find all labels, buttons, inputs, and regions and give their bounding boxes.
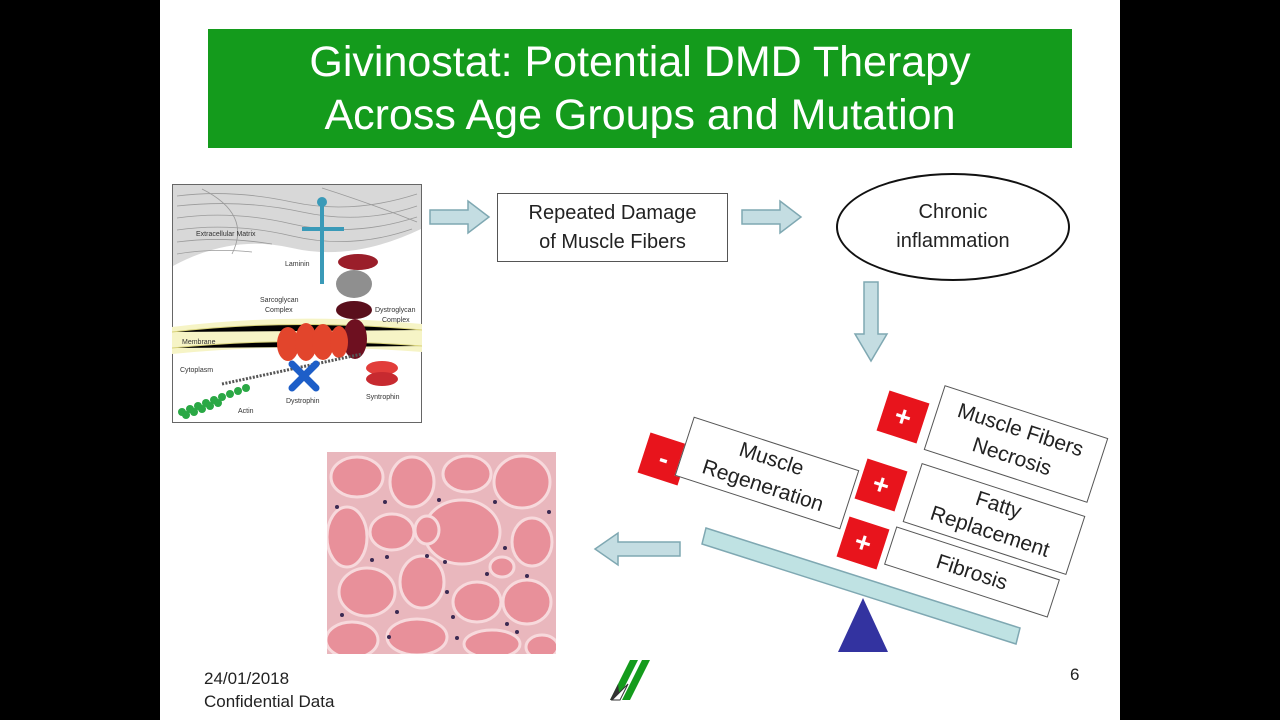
syntrophin-label: Syntrophin — [366, 394, 400, 401]
necrosis-sign-text: + — [890, 399, 916, 434]
sarcoglycan-label-2: Complex — [265, 307, 293, 314]
repeated-damage-box: Repeated Damage of Muscle Fibers — [497, 193, 728, 262]
inflammation-line-1: Chronic — [918, 201, 988, 223]
footer-date: 24/01/2018 — [204, 669, 290, 688]
damage-line-2: of Muscle Fibers — [539, 230, 686, 253]
dystroglycan-label-1: Dystroglycan — [375, 307, 416, 314]
page-number: 6 — [1070, 665, 1080, 684]
slide-title: Givinostat: Potential DMD Therapy Across… — [208, 29, 1072, 148]
right-arrow-icon — [741, 199, 803, 235]
plus-sign: + — [876, 390, 930, 444]
chronic-inflammation-ellipse: Chronic inflammation — [836, 173, 1070, 281]
title-line-1: Givinostat: Potential DMD Therapy — [309, 37, 971, 86]
right-arrow-icon — [429, 199, 491, 235]
cytoplasm-label: Cytoplasm — [180, 367, 213, 374]
title-line-2: Across Age Groups and Mutation — [324, 90, 956, 139]
fulcrum — [838, 598, 888, 652]
ecm-label: Extracellular Matrix — [196, 231, 256, 238]
laminin-label: Laminin — [285, 261, 310, 268]
fibrosis-sign-text: + — [850, 525, 876, 560]
inflammation-line-2: inflammation — [896, 230, 1010, 252]
damage-line-1: Repeated Damage — [528, 201, 697, 224]
fatty-sign-text: + — [868, 467, 894, 502]
footer-confidential: Confidential Data — [204, 692, 335, 711]
membrane-label: Membrane — [182, 339, 216, 346]
regeneration-sign-text: - — [654, 442, 674, 475]
muscle-regeneration-box: Muscle Regeneration — [674, 416, 860, 530]
plus-sign: + — [854, 458, 908, 512]
balance-beam — [701, 527, 1021, 645]
dystrophin-complex-diagram: Extracellular Matrix Laminin Membrane Dy… — [172, 184, 422, 423]
dystroglycan-label-2: Complex — [382, 317, 410, 324]
left-arrow-icon — [593, 531, 681, 567]
muscle-tissue-image — [327, 452, 556, 654]
sarcoglycan-label-1: Sarcoglycan — [260, 297, 299, 304]
slide: Givinostat: Potential DMD Therapy Across… — [160, 0, 1120, 720]
actin-label: Actin — [238, 408, 254, 415]
down-arrow-icon — [853, 281, 889, 363]
dystrophin-label: Dystrophin — [286, 398, 320, 405]
company-logo-icon — [610, 660, 650, 701]
balance-scale — [701, 527, 1021, 652]
